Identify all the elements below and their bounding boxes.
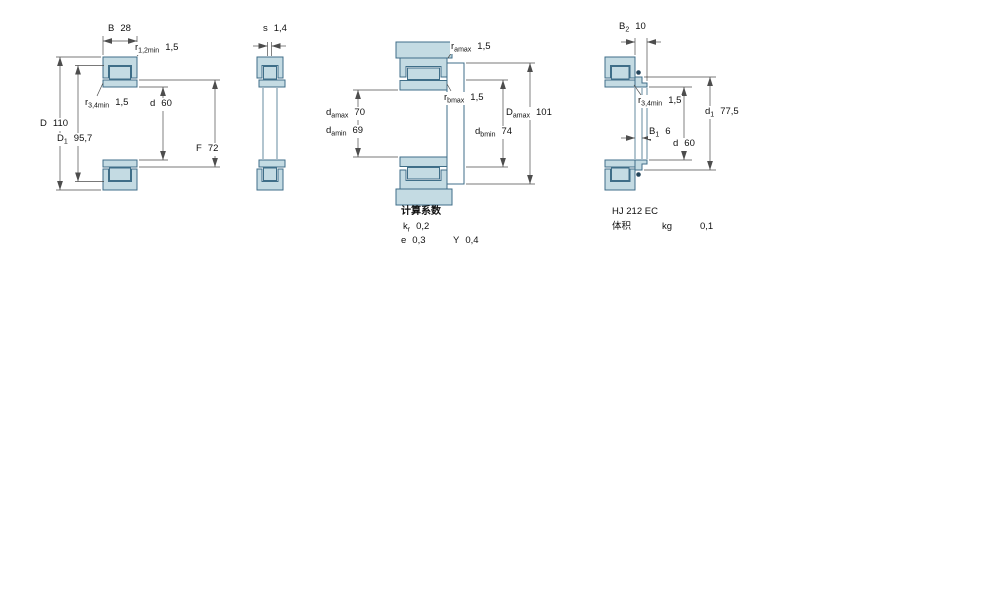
view2-dimension-lines — [253, 42, 286, 56]
mass-unit: kg — [661, 221, 674, 232]
view1-dimension-lines — [56, 36, 220, 191]
view2-bearing-section — [256, 56, 286, 191]
view1-bearing-section — [102, 56, 138, 191]
angle-ring-designation: HJ 212 EC — [611, 206, 659, 217]
view4-bearing-with-angle-ring — [604, 56, 648, 191]
calculation-factors-title: 计算系数 — [400, 206, 442, 217]
mass-value: 0,1 — [699, 221, 715, 232]
view3-dimension-lines — [353, 51, 535, 185]
view3-mounted-section — [395, 41, 465, 206]
view4-dimension-lines — [621, 38, 716, 171]
mass-label: 体积 — [611, 221, 633, 232]
